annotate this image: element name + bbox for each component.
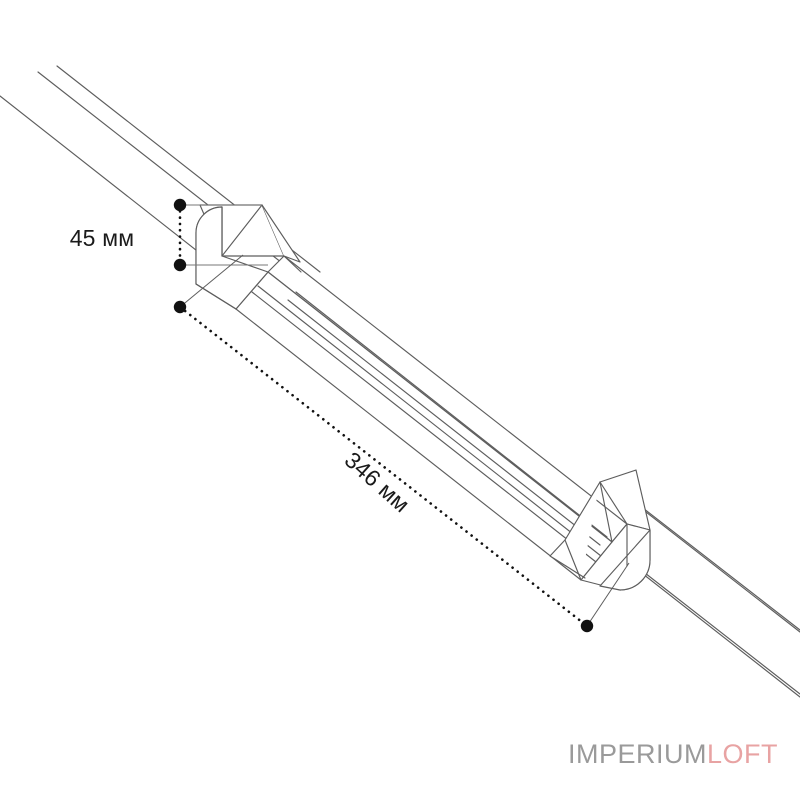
height-dimension-label: 45 мм (70, 225, 135, 251)
cap-inner-bevel (221, 204, 263, 257)
length-leader-start (179, 254, 244, 308)
rail-line-bottom-mid (627, 497, 800, 633)
watermark-primary-text: IMPERIUM (567, 739, 707, 769)
brand-watermark: IMPERIUMLOFT (568, 741, 778, 768)
cap-side-face (195, 206, 269, 310)
height-dimension-group: 45 мм (70, 198, 268, 272)
cap-mount-tab (261, 204, 301, 263)
length-leader-end (586, 562, 630, 627)
rail-line-bottom-near (635, 565, 800, 695)
lens-recess-outer (251, 291, 597, 563)
lens-channel-floor (287, 299, 601, 546)
right-cap-notch-b (549, 539, 567, 567)
rail-line-bottom-near2 (619, 555, 800, 698)
right-cap-mount-tab (599, 481, 613, 543)
lens-channel-edge (295, 291, 608, 538)
left-end-cap (195, 204, 302, 310)
watermark-accent-text: LOFT (706, 739, 778, 769)
length-dim-endpoint-end (580, 619, 594, 633)
length-dim-endpoint-start (173, 300, 187, 314)
luminaire-body (235, 255, 628, 581)
right-end-cap (549, 469, 651, 591)
housing-top-face (267, 255, 628, 543)
cap-mount-tab-edge (283, 255, 302, 273)
length-dimension-label: 346 мм (340, 447, 415, 518)
lens-recess-inner (257, 285, 602, 557)
height-dim-endpoint-bottom (173, 258, 187, 272)
height-dim-endpoint-top (173, 198, 187, 212)
housing-front-face (235, 271, 613, 581)
right-cap-notch-c (565, 565, 586, 579)
right-cap-rounded-corner (599, 529, 651, 591)
